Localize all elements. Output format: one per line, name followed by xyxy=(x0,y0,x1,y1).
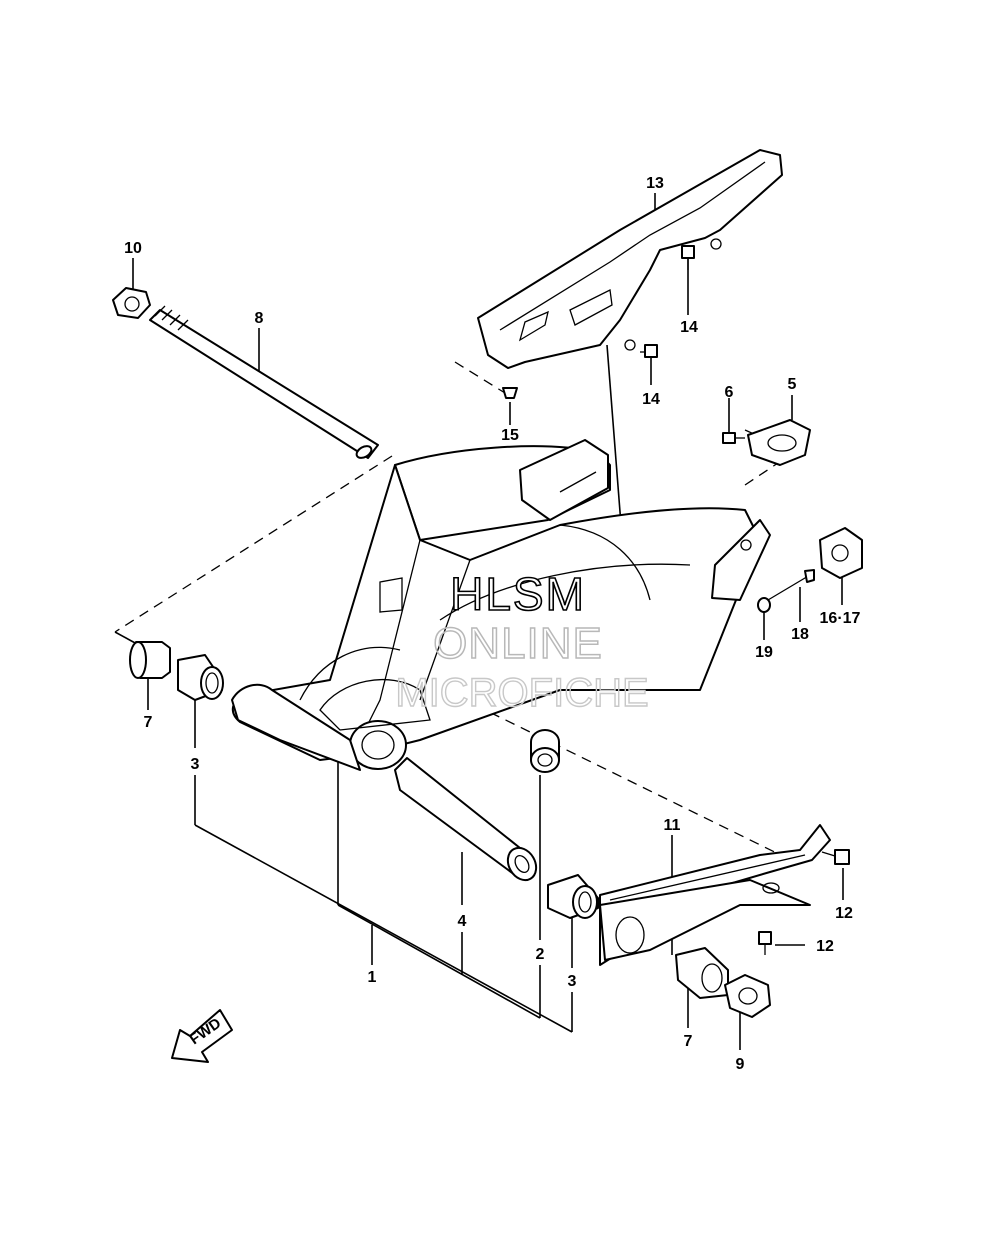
callout-8: 8 xyxy=(255,310,264,327)
pivot-axle xyxy=(112,287,379,459)
right-bushing-7 xyxy=(675,947,729,999)
callout-13: 13 xyxy=(646,175,664,192)
callout-labels: 1 2 3 3 4 5 6 7 7 8 9 10 11 12 12 13 14 … xyxy=(124,175,860,1073)
callout-7-left: 7 xyxy=(144,714,153,731)
callout-14-lower: 14 xyxy=(642,391,660,408)
callout-12-lower: 12 xyxy=(816,938,834,955)
watermark-line-1: HLSM xyxy=(450,568,586,620)
callout-3-right: 3 xyxy=(568,973,577,990)
callout-4: 4 xyxy=(458,913,467,930)
callout-6: 6 xyxy=(725,384,734,401)
bolts-and-fasteners xyxy=(502,245,863,955)
forward-arrow: FWD xyxy=(171,1009,233,1063)
swingarm-body xyxy=(231,439,771,771)
callout-14-upper: 14 xyxy=(680,319,698,336)
watermark-line-2: ONLINE xyxy=(433,619,603,668)
watermark-line-3: MICROFICHE xyxy=(395,671,648,715)
callout-3-left: 3 xyxy=(191,756,200,773)
watermark: HLSM ONLINE MICROFICHE xyxy=(395,567,650,716)
callout-9: 9 xyxy=(736,1056,745,1073)
callout-16-17: 16·17 xyxy=(820,610,861,627)
callout-12-upper: 12 xyxy=(835,905,853,922)
left-bushing-7 xyxy=(129,641,171,679)
callout-1: 1 xyxy=(368,969,377,986)
right-bearing-3 xyxy=(547,874,599,919)
pivot-nut-9 xyxy=(724,974,771,1018)
needle-bearing-2 xyxy=(530,729,560,773)
callout-5: 5 xyxy=(788,376,797,393)
callout-2: 2 xyxy=(536,946,545,963)
callout-11: 11 xyxy=(664,817,681,834)
chain-cover xyxy=(477,149,783,369)
left-bearing-3 xyxy=(177,654,224,701)
pivot-collar-4 xyxy=(394,757,538,882)
callout-7-right: 7 xyxy=(684,1033,693,1050)
callout-15: 15 xyxy=(501,427,519,444)
callout-10: 10 xyxy=(124,240,142,257)
chain-buffer xyxy=(599,824,831,966)
callout-18: 18 xyxy=(791,626,809,643)
callout-19: 19 xyxy=(755,644,773,661)
